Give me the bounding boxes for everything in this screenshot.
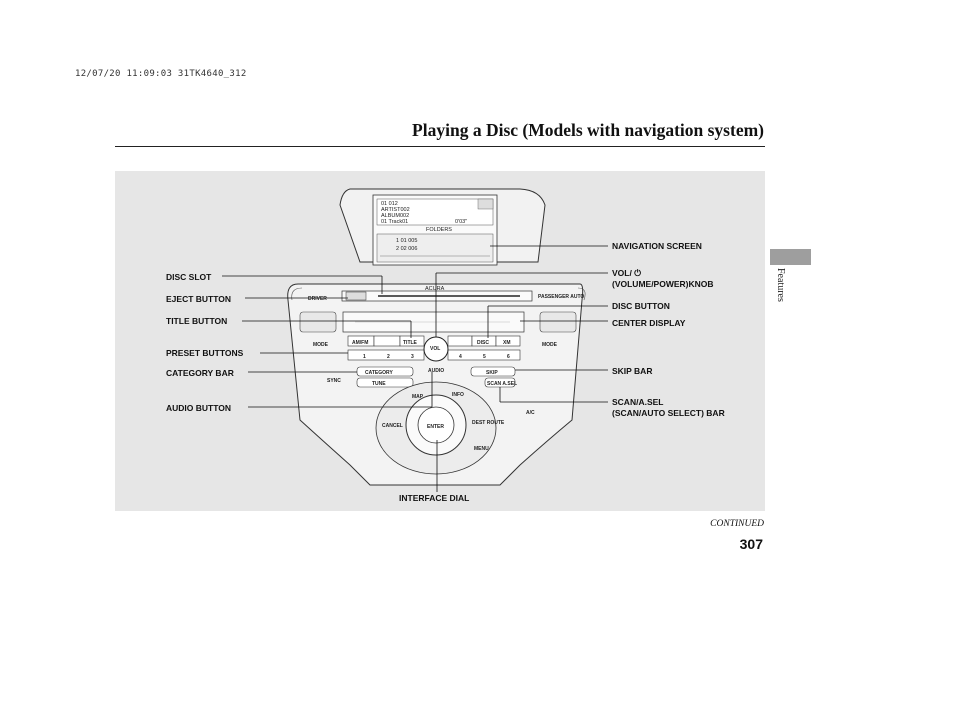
callout-interface-dial: INTERFACE DIAL: [399, 493, 470, 503]
callout-disc-slot: DISC SLOT: [166, 272, 212, 282]
category-bar-shape: [356, 366, 414, 377]
scan-label: SCAN A.SEL: [487, 381, 517, 387]
left-temp-rocker: [299, 311, 337, 333]
preset-5: 5: [483, 354, 486, 360]
brand-label: ACURA: [425, 286, 445, 292]
callout-disc-button: DISC BUTTON: [612, 301, 670, 311]
preset-2: 2: [387, 354, 390, 360]
enter-button: [417, 406, 455, 444]
screen-row-2: 2 02 006: [396, 246, 417, 252]
passenger-auto-label: PASSENGER AUTO: [538, 294, 584, 300]
callout-eject-button: EJECT BUTTON: [166, 294, 232, 304]
callout-category-bar: CATEGORY BAR: [166, 368, 234, 378]
menu-label: MENU: [474, 446, 489, 452]
tune-label: TUNE: [372, 381, 386, 387]
preset-buttons: 1 2 3 4 5 6: [347, 349, 521, 361]
section-tab-marker: [770, 249, 811, 265]
ac-label: A/C: [526, 410, 535, 416]
sync-label: SYNC: [327, 378, 341, 384]
callout-skip-bar: SKIP BAR: [612, 366, 653, 376]
enter-label: ENTER: [427, 424, 444, 430]
leader-lines: [222, 245, 608, 492]
callout-audio-button: AUDIO BUTTON: [166, 403, 232, 413]
screen-row-1: 1 01 005: [396, 238, 417, 244]
audio-label: AUDIO: [428, 368, 444, 374]
callout-preset-buttons: PRESET BUTTONS: [166, 348, 244, 358]
xm-label: XM: [503, 340, 511, 346]
callout-navigation-screen: NAVIGATION SCREEN: [612, 241, 702, 251]
preset-4: 4: [459, 354, 462, 360]
preset-3: 3: [411, 354, 414, 360]
vol-label: VOL: [430, 346, 440, 352]
page-title: Playing a Disc (Models with navigation s…: [412, 120, 764, 140]
skip-label: SKIP: [486, 370, 498, 376]
title-label: TITLE: [403, 340, 418, 346]
screen-line-4: 01 Track01: [381, 219, 408, 225]
am-fm-label: AM/FM: [352, 340, 368, 346]
cancel-label: CANCEL: [382, 423, 403, 429]
screen-folders: FOLDERS: [426, 227, 452, 233]
title-rule: [115, 146, 765, 147]
screen-line-3: ALBUM002: [381, 213, 409, 219]
screen-line-1: 01 012: [381, 201, 398, 207]
skip-bar-shape: [470, 366, 516, 377]
callout-scan-bar: SCAN/A.SEL (SCAN/AUTO SELECT) BAR: [612, 397, 725, 418]
section-tab-label: Features: [775, 268, 786, 302]
preset-6: 6: [507, 354, 510, 360]
map-label: MAP: [412, 394, 424, 400]
screen-line-5: 0'03": [455, 219, 467, 225]
right-temp-rocker: [539, 311, 577, 333]
dest-route-label: DEST ROUTE: [472, 420, 505, 426]
continued-label: CONTINUED: [710, 519, 764, 529]
print-timestamp: 12/07/20 11:09:03 31TK4640_312: [75, 69, 247, 79]
category-label: CATEGORY: [365, 370, 393, 376]
mode-right-label: MODE: [542, 342, 558, 348]
preset-1: 1: [363, 354, 366, 360]
screen-line-2: ARTIST002: [381, 207, 410, 213]
info-label: INFO: [452, 392, 464, 398]
disc-label: DISC: [477, 340, 489, 346]
mode-left-label: MODE: [313, 342, 329, 348]
callout-vol-knob: VOL/ ⏻ (VOLUME/POWER)KNOB: [612, 268, 714, 289]
page-number: 307: [739, 536, 763, 552]
eject-button-shape: [345, 291, 367, 301]
callout-title-button: TITLE BUTTON: [166, 316, 228, 326]
driver-label: DRIVER: [308, 296, 327, 302]
callout-center-display: CENTER DISPLAY: [612, 318, 686, 328]
